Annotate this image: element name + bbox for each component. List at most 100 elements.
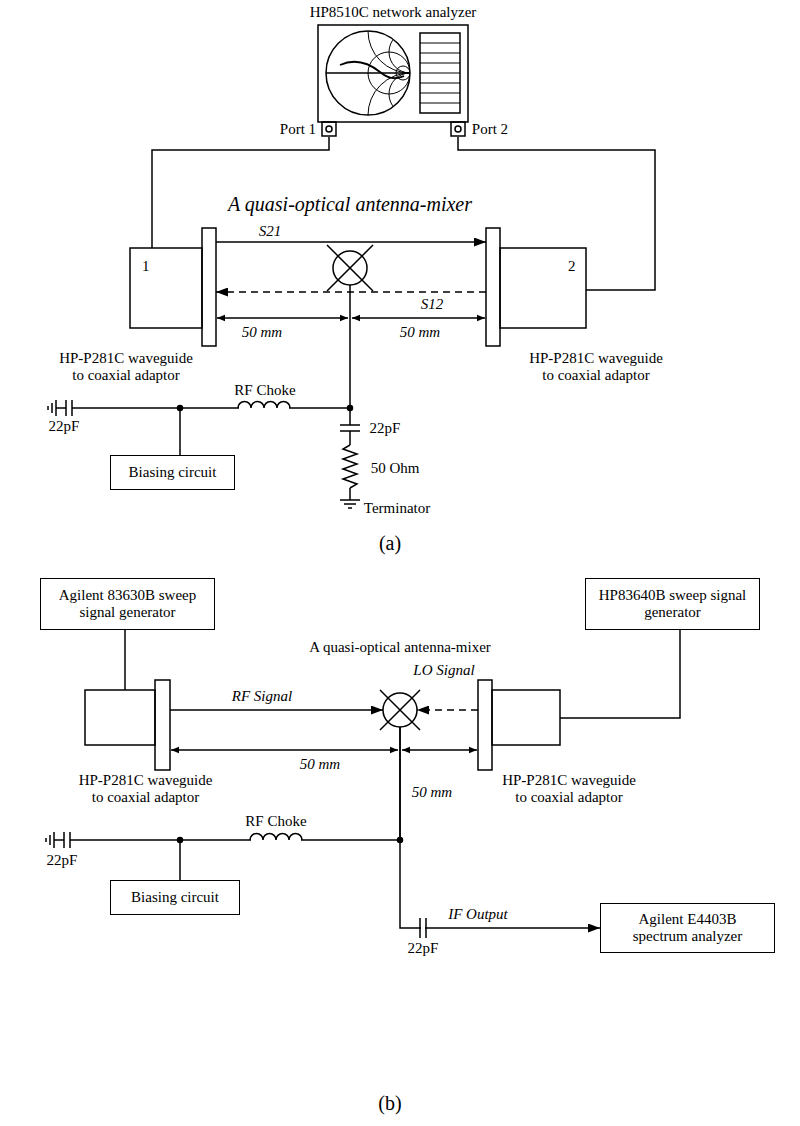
mixer-antenna-cross (327, 245, 373, 291)
adaptor-name: HP-P281C waveguide to coaxial adaptor (525, 350, 667, 385)
resistor-symbol (343, 445, 357, 488)
component-value: 22pF (49, 418, 80, 435)
edge-label: RF Signal (230, 688, 294, 705)
box-text: Agilent 83630B sweep signal generator (53, 587, 202, 622)
smith-trace (340, 62, 404, 78)
connector (458, 137, 655, 290)
capacitor-symbol (420, 918, 426, 938)
ground-symbol (340, 488, 360, 508)
edge-label-holder: IF Output (446, 906, 510, 923)
component-value: 50 Ohm (371, 460, 420, 477)
label-holder: (b) (378, 1092, 401, 1115)
adaptor-flange (478, 680, 492, 770)
component-value: 22pF (47, 852, 78, 869)
dimension-label: 50 mm (300, 756, 340, 773)
process-box: Agilent 83630B sweep signal generator (40, 578, 215, 630)
box-text: HP83640B sweep signal generator (598, 587, 747, 622)
adaptor-body (492, 690, 560, 745)
label-holder: RF Choke (245, 813, 306, 830)
port-connector-pin (455, 126, 461, 132)
smith-arc (389, 73, 431, 115)
edge-label: S21 (257, 223, 284, 240)
component-value: 22pF (408, 940, 439, 957)
port-number: 1 (142, 258, 150, 275)
port-name: Port 1 (280, 121, 316, 138)
figure-heading: A quasi-optical antenna-mixer (228, 193, 472, 216)
adaptor-flange (155, 680, 170, 770)
box-text: Agilent E4403B spectrum analyzer (613, 911, 762, 946)
display-lines (420, 43, 460, 103)
component-value: 22pF (370, 420, 401, 437)
dimension-line (171, 749, 398, 751)
box-text: Biasing circuit (129, 464, 217, 481)
connector (216, 241, 486, 243)
component-label: Terminator (364, 500, 430, 517)
port-connector (322, 122, 336, 136)
port-connector-pin (326, 126, 332, 132)
ground-capacitor (48, 400, 180, 416)
label-holder: (a) (379, 532, 401, 555)
adaptor-body (130, 248, 202, 328)
label-holder: 50 mm (242, 324, 282, 341)
network-analyzer-icon (318, 0, 468, 157)
antenna-mixer: A quasi-optical antenna-mixer (383, 693, 417, 727)
label-holder: 22pF (408, 940, 439, 957)
dimension-label: 50 mm (242, 324, 282, 341)
connector (216, 291, 486, 293)
figure-label: (a) (379, 532, 401, 555)
connector (152, 137, 329, 248)
adaptor-flange (486, 228, 500, 346)
adaptor-name: HP-P281C waveguide to coaxial adaptor (498, 772, 640, 807)
component-label: RF Choke (234, 382, 295, 399)
label-holder: 50 Ohm (371, 460, 420, 477)
connector (400, 727, 600, 928)
edge-label-holder: S21 (257, 223, 284, 240)
label-holder: 22pF (49, 418, 80, 435)
rf-choke-inductor (250, 834, 302, 841)
edge-label: LO Signal (411, 662, 476, 679)
display-panel (420, 33, 460, 113)
wire-gap (421, 924, 425, 932)
label-holder: 50 mm (300, 756, 340, 773)
label-holder: Port 1 (280, 121, 316, 138)
smith-arc (389, 31, 431, 73)
figure-label: (b) (378, 1092, 401, 1115)
connector (180, 285, 350, 455)
port-number: 2 (568, 258, 576, 275)
dimension-label: 50 mm (400, 324, 440, 341)
ground-capacitor (46, 832, 180, 848)
dimension-label: 50 mm (412, 784, 452, 801)
dimension-line (352, 317, 485, 319)
label-holder: 50 mm (400, 324, 440, 341)
figure-heading: A quasi-optical antenna-mixer (309, 639, 491, 656)
edge-label: IF Output (446, 906, 510, 923)
antenna-mixer: A quasi-optical antenna-mixer (333, 251, 367, 285)
connector (180, 727, 400, 880)
adaptor-body (85, 690, 155, 745)
process-box: HP83640B sweep signal generator (585, 578, 760, 630)
edge-label-holder: S12 (419, 296, 446, 313)
label-holder: Port 2 (472, 121, 508, 138)
port-name: Port 2 (472, 121, 508, 138)
box-text: Biasing circuit (131, 889, 219, 906)
adaptor-body (500, 248, 586, 328)
label-holder: RF Choke (234, 382, 295, 399)
connector (170, 709, 383, 711)
smith-arc (368, 73, 452, 157)
waveguide-adaptor: HP-P281C waveguide to coaxial adaptor (478, 690, 560, 745)
process-box: Agilent E4403B spectrum analyzer (600, 903, 775, 953)
dimension-line (402, 749, 477, 751)
label-holder: 22pF (47, 852, 78, 869)
port-connector (451, 122, 465, 136)
waveguide-adaptor: 2HP-P281C waveguide to coaxial adaptor (486, 248, 586, 328)
process-box: Biasing circuit (110, 455, 235, 490)
connector (417, 709, 478, 711)
label-holder: Terminator (364, 500, 430, 517)
capacitor-symbol (340, 408, 360, 445)
edge-label-holder: LO Signal (411, 662, 476, 679)
label-holder: 50 mm (412, 784, 452, 801)
